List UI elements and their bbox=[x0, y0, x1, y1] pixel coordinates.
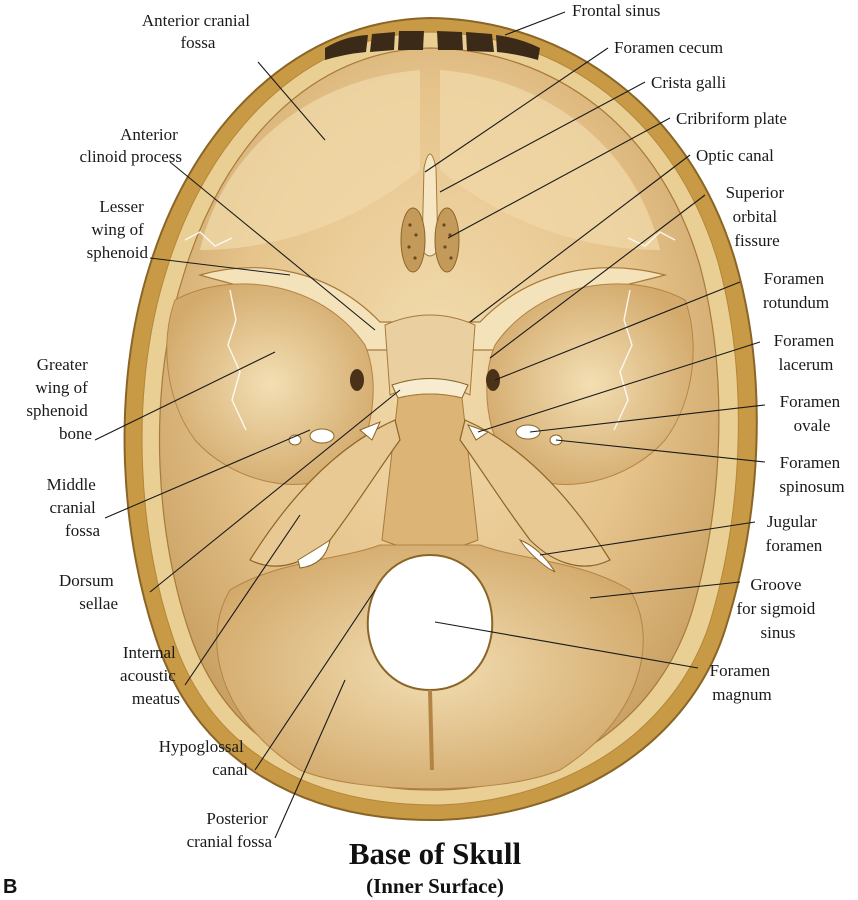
label-optic-canal: Optic canal bbox=[696, 146, 774, 165]
leader-jugular-foramen bbox=[539, 521, 756, 556]
figure-subtitle: (Inner Surface) bbox=[366, 874, 504, 898]
anterior-fossa-right bbox=[440, 70, 660, 250]
cribriform-right bbox=[434, 207, 460, 273]
label-foramen-magnum: Foramen magnum bbox=[710, 661, 775, 704]
label-foramen-lacerum: Foramen lacerum bbox=[774, 331, 839, 374]
label-lesser-wing-of-sphenoid: Lesser wing of sphenoid bbox=[87, 197, 149, 262]
clivus bbox=[381, 393, 479, 551]
label-frontal-sinus: Frontal sinus bbox=[572, 1, 660, 20]
leader-optic-canal bbox=[469, 154, 691, 323]
label-foramen-cecum: Foramen cecum bbox=[614, 38, 723, 57]
foramen-magnum-shape bbox=[366, 553, 494, 692]
skull-illustration bbox=[123, 16, 758, 822]
petrous-right bbox=[459, 419, 611, 567]
leader-lesser-wing bbox=[149, 257, 291, 276]
leader-cribriform-plate bbox=[447, 117, 671, 239]
label-hypoglossal-canal: Hypoglossal canal bbox=[159, 737, 249, 779]
cribriform-left bbox=[400, 207, 426, 273]
label-greater-wing-of-sphenoid-bone: Greater wing of sphenoid bone bbox=[26, 355, 92, 443]
label-posterior-cranial-fossa: Posterior cranial fossa bbox=[187, 809, 273, 851]
leader-hypoglossal-canal bbox=[254, 589, 376, 771]
labels-left: Anterior cranial fossa Anterior clinoid … bbox=[26, 11, 272, 851]
label-foramen-rotundum: Foramen rotundum bbox=[763, 269, 829, 312]
label-foramen-ovale: Foramen ovale bbox=[780, 392, 845, 435]
leader-posterior-cranial-fossa bbox=[274, 679, 346, 839]
label-anterior-cranial-fossa: Anterior cranial fossa bbox=[142, 11, 254, 52]
leader-greater-wing bbox=[94, 351, 276, 441]
leader-lines bbox=[94, 11, 766, 839]
leader-anterior-cranial-fossa bbox=[257, 61, 326, 141]
label-jugular-foramen: Jugular foramen bbox=[766, 512, 823, 555]
leader-foramen-rotundum bbox=[494, 281, 741, 381]
label-dorsum-sellae: Dorsum sellae bbox=[59, 571, 118, 613]
label-anterior-clinoid-process: Anterior clinoid process bbox=[80, 125, 182, 166]
leader-crista-galli bbox=[439, 81, 646, 193]
figure-title: Base of Skull bbox=[349, 836, 522, 871]
label-middle-cranial-fossa: Middle cranial fossa bbox=[47, 475, 101, 540]
label-foramen-spinosum: Foramen spinosum bbox=[779, 453, 844, 496]
leader-superior-orbital-fissure bbox=[489, 194, 706, 359]
sutures bbox=[184, 231, 676, 431]
label-crista-galli: Crista galli bbox=[651, 73, 726, 92]
foramina bbox=[288, 369, 563, 573]
occipital-crest bbox=[428, 689, 434, 771]
label-superior-orbital-fissure: Superior orbital fissure bbox=[726, 183, 789, 250]
petrous-left bbox=[249, 419, 401, 567]
leader-frontal-sinus bbox=[504, 11, 566, 36]
label-internal-acoustic-meatus: Internal acoustic meatus bbox=[120, 643, 180, 708]
panel-letter: B bbox=[3, 876, 17, 898]
leader-internal-acoustic-meatus bbox=[184, 514, 301, 686]
label-groove-for-sigmoid-sinus: Groove for sigmoid sinus bbox=[736, 575, 819, 642]
leader-dorsum-sellae bbox=[149, 389, 401, 593]
leader-foramen-cecum bbox=[424, 47, 609, 173]
leader-foramen-ovale bbox=[529, 404, 766, 433]
leader-groove-sigmoid-sinus bbox=[589, 581, 741, 599]
leader-foramen-lacerum bbox=[477, 341, 761, 433]
leader-foramen-spinosum bbox=[555, 439, 766, 463]
label-cribriform-plate: Cribriform plate bbox=[676, 109, 787, 128]
anterior-fossa-left bbox=[200, 70, 420, 250]
frontal-sinus-cells bbox=[325, 31, 540, 60]
leader-foramen-magnum bbox=[434, 621, 699, 669]
labels-right: Frontal sinus Foramen cecum Crista galli… bbox=[572, 1, 845, 704]
leader-anterior-clinoid-process bbox=[169, 161, 376, 331]
leader-middle-cranial-fossa bbox=[104, 429, 311, 519]
